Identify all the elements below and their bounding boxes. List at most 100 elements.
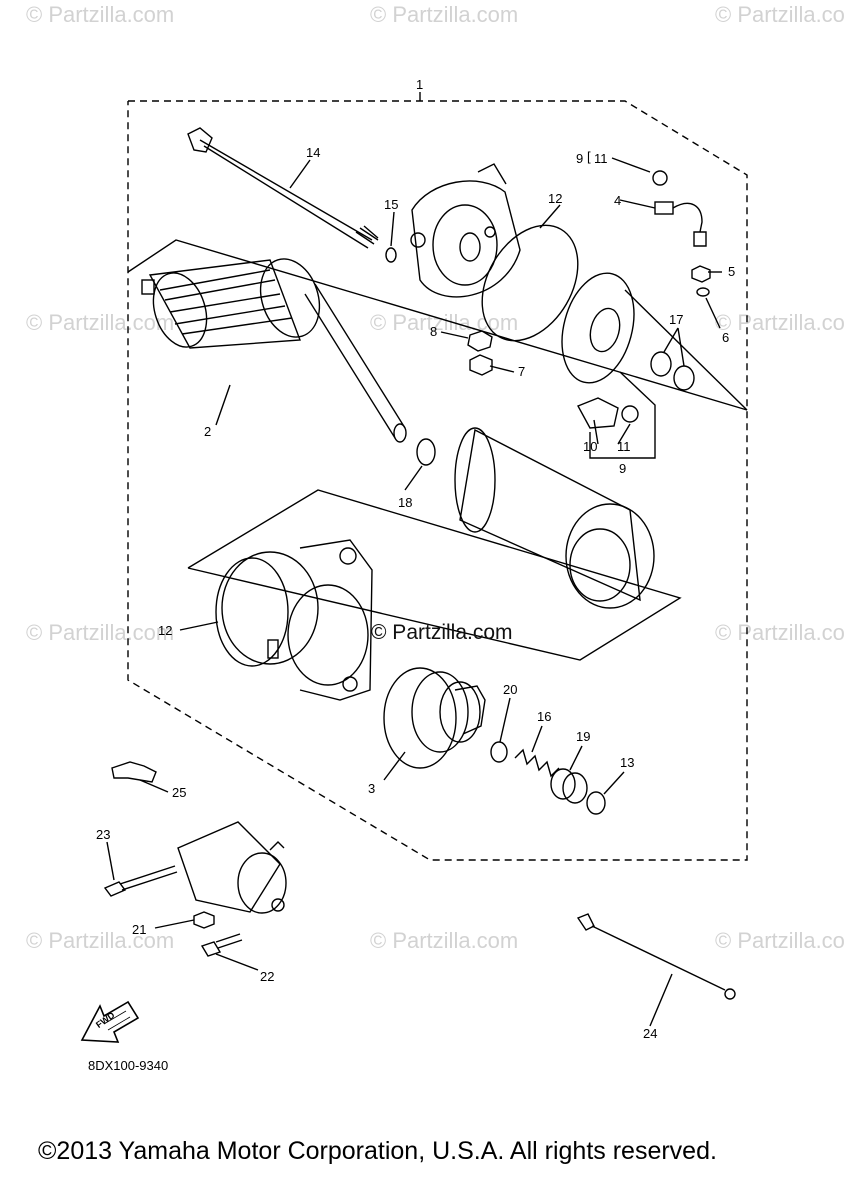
circlip-part <box>586 791 606 815</box>
callout-17: 17 <box>669 312 684 327</box>
leader-line <box>649 973 673 1027</box>
leader-line <box>531 725 543 753</box>
callout-23: 23 <box>96 827 111 842</box>
assembly-boundary <box>127 100 748 861</box>
watermark: © Partzilla.com <box>715 310 846 335</box>
leader-line <box>390 211 395 247</box>
cutaway-frame <box>127 239 748 411</box>
washer-part <box>673 365 695 391</box>
leader-line <box>106 841 115 881</box>
o-ring-large-part <box>215 557 289 667</box>
watermark: © Partzilla.com <box>26 2 175 27</box>
leader-line <box>619 199 656 209</box>
leader-line <box>677 327 685 367</box>
callout-13: 13 <box>620 755 635 770</box>
bracket-part <box>111 761 157 783</box>
leader-line <box>589 371 656 459</box>
leader-line <box>289 159 311 189</box>
leader-line <box>663 327 679 353</box>
leader-line <box>440 331 469 339</box>
spring-part <box>514 748 560 778</box>
callout-21: 21 <box>132 922 147 937</box>
callout-12-top: 12 <box>548 191 563 206</box>
fwd-arrow-icon <box>80 1000 140 1043</box>
brush-lead-part <box>654 201 707 247</box>
brush-plate-part <box>561 272 635 384</box>
lead-wire-part <box>576 913 736 1000</box>
front-cover-part <box>221 539 373 701</box>
callout-14: 14 <box>306 145 321 160</box>
watermark: © Partzilla.com <box>370 928 519 953</box>
watermark: © Partzilla.com <box>26 310 175 335</box>
leader-line <box>603 771 625 795</box>
brush-holder-part <box>577 397 619 429</box>
watermark: © Partzilla.com <box>26 928 175 953</box>
nut-part <box>691 265 711 283</box>
callout-18: 18 <box>398 495 413 510</box>
rear-cover-part <box>410 163 521 298</box>
callout-8: 8 <box>430 324 438 339</box>
callout-1: 1 <box>416 77 424 92</box>
watermark: © Partzilla.com <box>715 928 846 953</box>
washer-part <box>650 351 672 377</box>
callout-16: 16 <box>537 709 552 724</box>
callout-5: 5 <box>728 264 736 279</box>
callout-3: 3 <box>368 781 376 796</box>
callout-9-top: 9 <box>576 151 584 166</box>
leader-line <box>215 953 259 971</box>
nut-part <box>469 354 493 376</box>
bolt-part <box>200 933 243 957</box>
washer-part <box>467 330 493 352</box>
leader-line <box>404 465 423 491</box>
callout-24: 24 <box>643 1026 658 1041</box>
callout-10: 10 <box>583 439 598 454</box>
watermark: © Partzilla.com <box>715 620 846 645</box>
watermark: © Partzilla.com <box>370 2 519 27</box>
callout-12-left: 12 <box>158 623 173 638</box>
bolt-part <box>103 865 178 897</box>
callout-15: 15 <box>384 197 399 212</box>
center-watermark: © Partzilla.com <box>371 621 513 644</box>
leader-line <box>383 751 406 781</box>
long-bolt-part <box>187 127 379 249</box>
starter-clutch-part <box>383 667 486 769</box>
leader-line <box>705 297 721 329</box>
callout-11-bottom: 11 <box>617 439 631 454</box>
callout-9-bottom: 9 <box>619 461 627 476</box>
watermark: © Partzilla.com <box>715 2 846 27</box>
bolt-part <box>652 170 668 186</box>
nut-part <box>193 911 215 929</box>
callout-7: 7 <box>518 364 526 379</box>
o-ring-part <box>385 247 397 263</box>
leader-line <box>593 419 599 445</box>
leader-line <box>569 745 583 771</box>
callout-11-top: 11 <box>594 151 608 166</box>
callout-2: 2 <box>204 424 212 439</box>
diagram-code: 8DX100-9340 <box>88 1058 169 1073</box>
bolt-part <box>621 405 639 423</box>
yoke-part <box>454 427 655 609</box>
leader-line <box>539 204 561 229</box>
watermark: © Partzilla.com <box>370 310 519 335</box>
leader-line <box>611 157 651 173</box>
callout-6: 6 <box>722 330 730 345</box>
leader-line <box>499 697 511 743</box>
callout-25: 25 <box>172 785 187 800</box>
washer-part <box>416 438 436 466</box>
leader-line <box>179 621 219 631</box>
circlip-part <box>490 741 508 763</box>
callout-4: 4 <box>614 193 622 208</box>
callout-bracket: [ <box>587 149 591 164</box>
leader-line <box>154 919 195 929</box>
watermark: © Partzilla.com <box>26 620 175 645</box>
leader-line <box>489 365 515 373</box>
cutaway-frame <box>187 489 682 661</box>
leader-line <box>617 423 631 445</box>
armature-part <box>141 258 407 443</box>
callout-19: 19 <box>576 729 591 744</box>
collar-part <box>550 768 588 804</box>
o-ring-large-part <box>481 224 579 342</box>
copyright-notice: ©2013 Yamaha Motor Corporation, U.S.A. A… <box>38 1137 717 1165</box>
callout-20: 20 <box>503 682 518 697</box>
leader-line <box>215 384 231 426</box>
